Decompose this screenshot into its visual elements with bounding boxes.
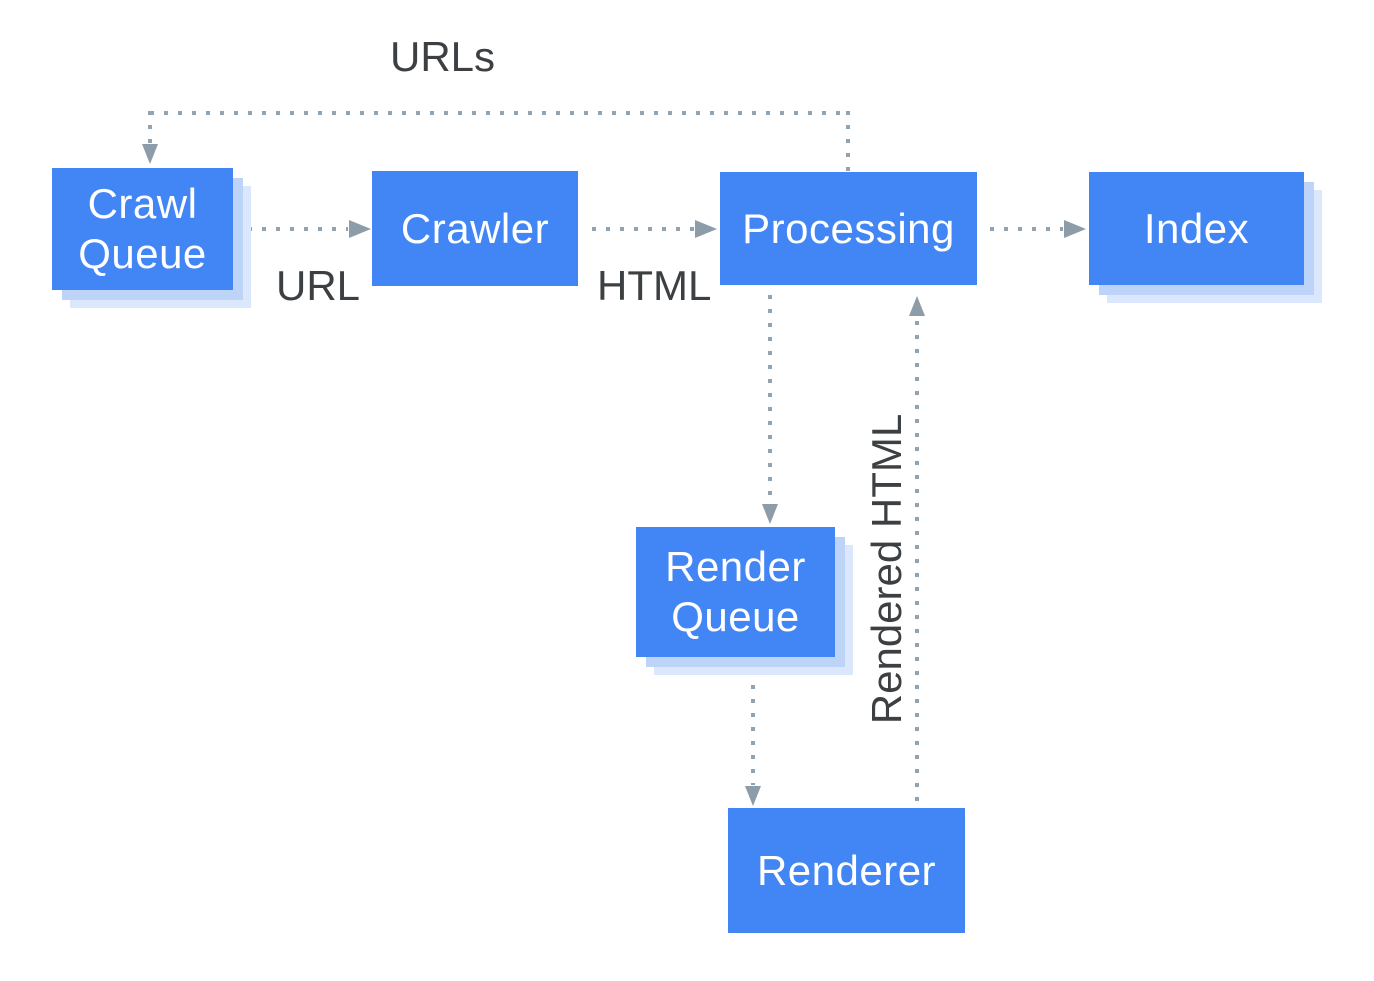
node-crawler: Crawler bbox=[372, 171, 578, 286]
edge-label-url: URL bbox=[276, 262, 361, 309]
edge-urls-horizontal-line bbox=[150, 111, 850, 115]
edge-processing-index-line bbox=[990, 227, 1063, 231]
node-renderer-label: Renderer bbox=[756, 846, 937, 894]
node-render-queue-label: Render Queue bbox=[665, 543, 806, 640]
edge-renderer-processing-line bbox=[915, 321, 919, 808]
node-crawl-queue: Crawl Queue bbox=[52, 168, 233, 290]
node-processing-label: Processing bbox=[742, 204, 955, 252]
edge-label-urls: URLs bbox=[390, 33, 496, 80]
node-crawler-label: Crawler bbox=[400, 204, 550, 252]
arrow-right-icon bbox=[349, 220, 371, 238]
edge-renderqueue-renderer-line bbox=[751, 671, 755, 785]
edge-processing-renderqueue-line bbox=[768, 295, 772, 503]
arrow-right-icon bbox=[1064, 220, 1086, 238]
edge-label-rendered-html: Rendered HTML bbox=[863, 413, 910, 725]
arrow-right-icon bbox=[695, 220, 717, 238]
edge-label-html: HTML bbox=[597, 262, 712, 309]
node-index: Index bbox=[1089, 172, 1304, 285]
node-index-label: Index bbox=[1143, 204, 1250, 252]
arrow-up-icon bbox=[909, 296, 925, 316]
node-renderer: Renderer bbox=[728, 808, 965, 933]
edge-urls-right-vertical-line bbox=[846, 111, 850, 172]
arrow-down-icon bbox=[142, 144, 158, 164]
edge-urls-left-vertical-line bbox=[148, 111, 152, 143]
edge-crawler-processing-line bbox=[592, 227, 694, 231]
edge-crawlqueue-crawler-line bbox=[248, 227, 348, 231]
node-render-queue: Render Queue bbox=[636, 527, 835, 657]
arrow-down-icon bbox=[762, 504, 778, 524]
node-crawl-queue-label: Crawl Queue bbox=[78, 180, 207, 277]
arrow-down-icon bbox=[745, 786, 761, 806]
node-processing: Processing bbox=[720, 172, 977, 285]
